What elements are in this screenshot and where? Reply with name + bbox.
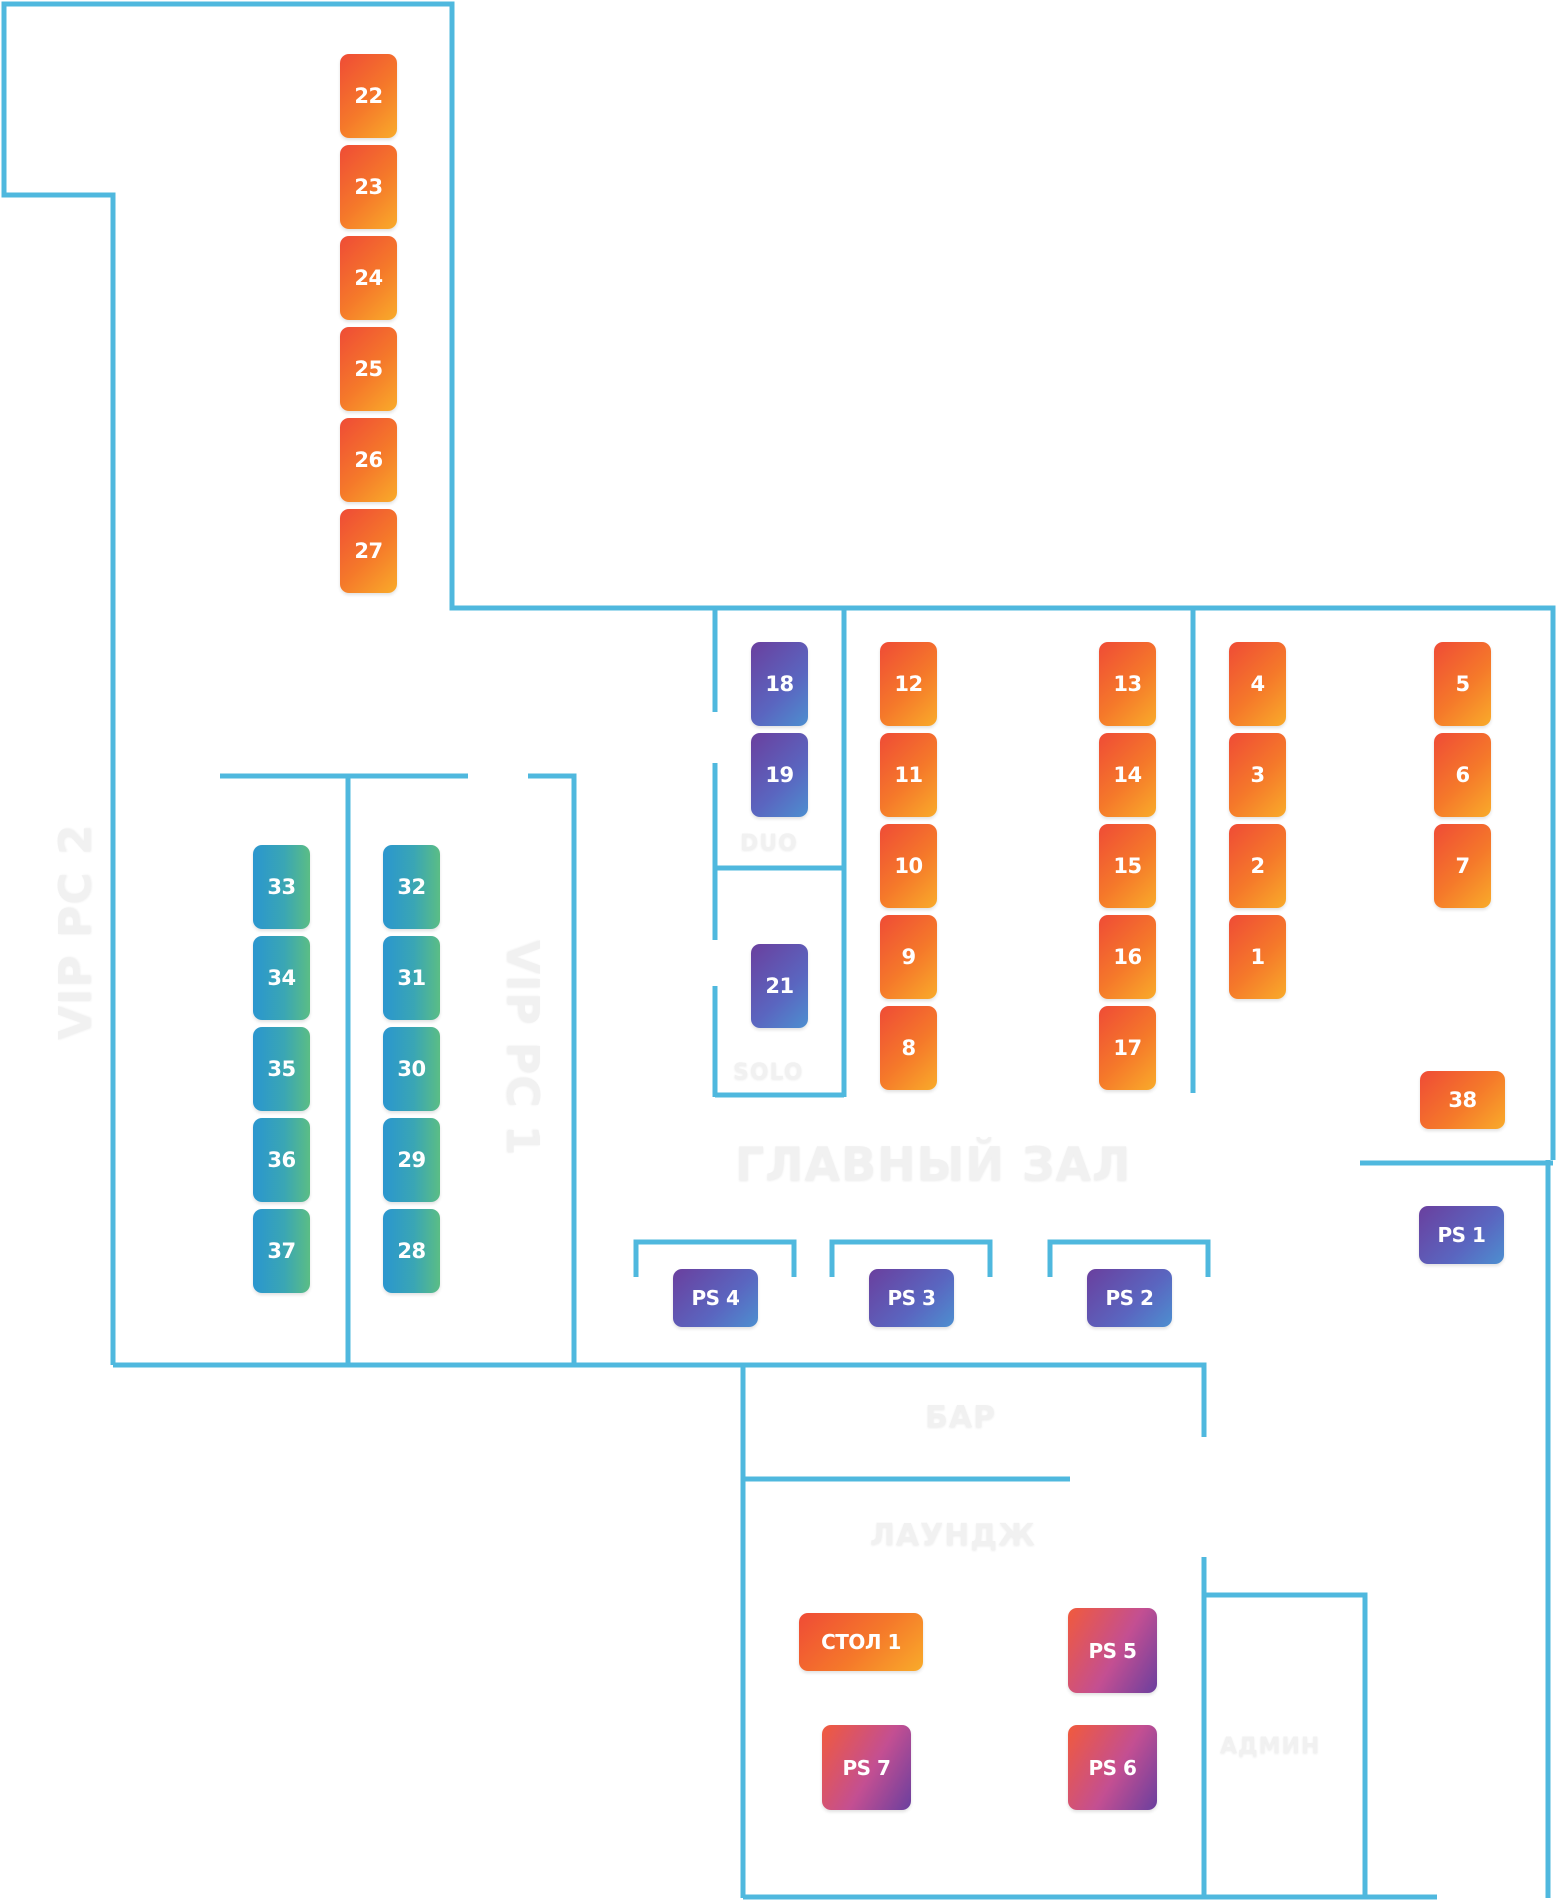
zone-label-bar: БАР: [925, 1400, 997, 1435]
seat-vip-32[interactable]: 32: [383, 845, 440, 929]
seat-pc-38[interactable]: 38: [1420, 1071, 1505, 1129]
seat-pc-7[interactable]: 7: [1434, 824, 1491, 908]
seat-vip-35[interactable]: 35: [253, 1027, 310, 1111]
bottom-wall-left: [113, 1362, 1207, 1437]
zone-label-duo: DUO: [740, 831, 798, 856]
seat-pc-5[interactable]: 5: [1434, 642, 1491, 726]
seat-pc-18[interactable]: 18: [751, 642, 808, 726]
seat-pc-24[interactable]: 24: [340, 236, 397, 320]
seat-pc-15[interactable]: 15: [1099, 824, 1156, 908]
zone-label-admin: АДМИН: [1220, 1734, 1321, 1759]
seat-ps-1[interactable]: PS 1: [1419, 1206, 1504, 1264]
seat-pc-23[interactable]: 23: [340, 145, 397, 229]
seat-pc-27[interactable]: 27: [340, 509, 397, 593]
seat-vip-30[interactable]: 30: [383, 1027, 440, 1111]
seat-pc-25[interactable]: 25: [340, 327, 397, 411]
seat-ps-7[interactable]: PS 7: [822, 1725, 911, 1810]
seat-pc-3[interactable]: 3: [1229, 733, 1286, 817]
seat-vip-33[interactable]: 33: [253, 845, 310, 929]
seat-pc-22[interactable]: 22: [340, 54, 397, 138]
seat-ps-5[interactable]: PS 5: [1068, 1608, 1157, 1693]
zone-label-main-hall: ГЛАВНЫЙ ЗАЛ: [735, 1137, 1132, 1191]
seat-pc-14[interactable]: 14: [1099, 733, 1156, 817]
outer-wall: [1, 1, 1556, 1365]
seat-pc-2[interactable]: 2: [1229, 824, 1286, 908]
admin-wall: [1204, 1592, 1368, 1897]
seat-pc-6[interactable]: 6: [1434, 733, 1491, 817]
seat-pc-16[interactable]: 16: [1099, 915, 1156, 999]
ps2-booth: [1047, 1239, 1211, 1277]
zone-label-solo: SOLO: [733, 1060, 804, 1085]
seat-ps-2[interactable]: PS 2: [1087, 1269, 1172, 1327]
seat-pc-11[interactable]: 11: [880, 733, 937, 817]
vip-top-wall-right: [528, 773, 577, 1365]
seat-pc-17[interactable]: 17: [1099, 1006, 1156, 1090]
seat-vip-37[interactable]: 37: [253, 1209, 310, 1293]
seat-ps-6[interactable]: PS 6: [1068, 1725, 1157, 1810]
zone-label-vip-pc-1: VIP PC 1: [497, 940, 548, 1157]
zone-label-vip-pc-2: VIP PC 2: [50, 823, 101, 1040]
seat-pc-9[interactable]: 9: [880, 915, 937, 999]
seat-pc-21[interactable]: 21: [751, 944, 808, 1028]
seat-pc-13[interactable]: 13: [1099, 642, 1156, 726]
seat-ps-4[interactable]: PS 4: [673, 1269, 758, 1327]
seat-vip-29[interactable]: 29: [383, 1118, 440, 1202]
ps4-booth: [633, 1239, 797, 1277]
seat-vip-31[interactable]: 31: [383, 936, 440, 1020]
seat-vip-36[interactable]: 36: [253, 1118, 310, 1202]
lounge-table-1[interactable]: СТОЛ 1: [799, 1613, 923, 1671]
zone-label-lounge: ЛАУНДЖ: [870, 1518, 1036, 1553]
seat-pc-10[interactable]: 10: [880, 824, 937, 908]
seat-vip-34[interactable]: 34: [253, 936, 310, 1020]
seat-ps-3[interactable]: PS 3: [869, 1269, 954, 1327]
seat-vip-28[interactable]: 28: [383, 1209, 440, 1293]
seat-pc-19[interactable]: 19: [751, 733, 808, 817]
seat-pc-8[interactable]: 8: [880, 1006, 937, 1090]
seat-pc-1[interactable]: 1: [1229, 915, 1286, 999]
seat-pc-4[interactable]: 4: [1229, 642, 1286, 726]
seat-pc-12[interactable]: 12: [880, 642, 937, 726]
ps3-booth: [829, 1239, 993, 1277]
seat-pc-26[interactable]: 26: [340, 418, 397, 502]
